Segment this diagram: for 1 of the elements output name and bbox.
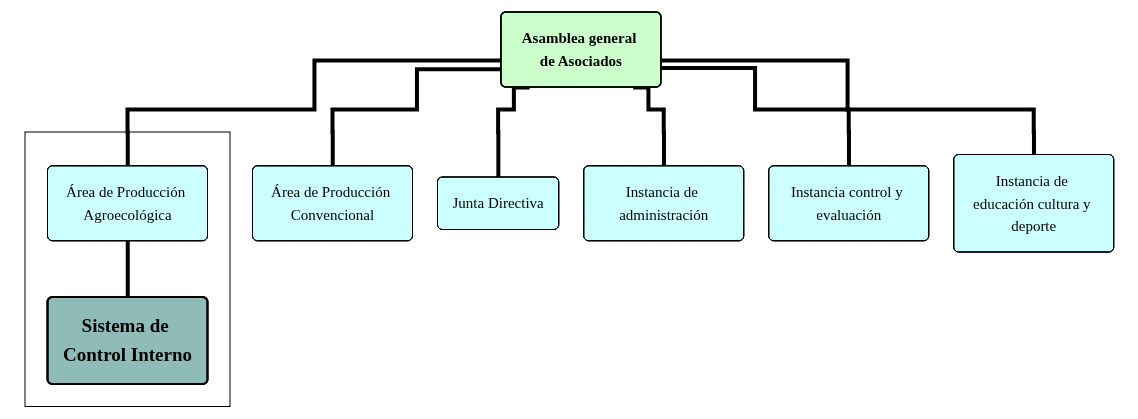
cluster — [24, 131, 231, 408]
